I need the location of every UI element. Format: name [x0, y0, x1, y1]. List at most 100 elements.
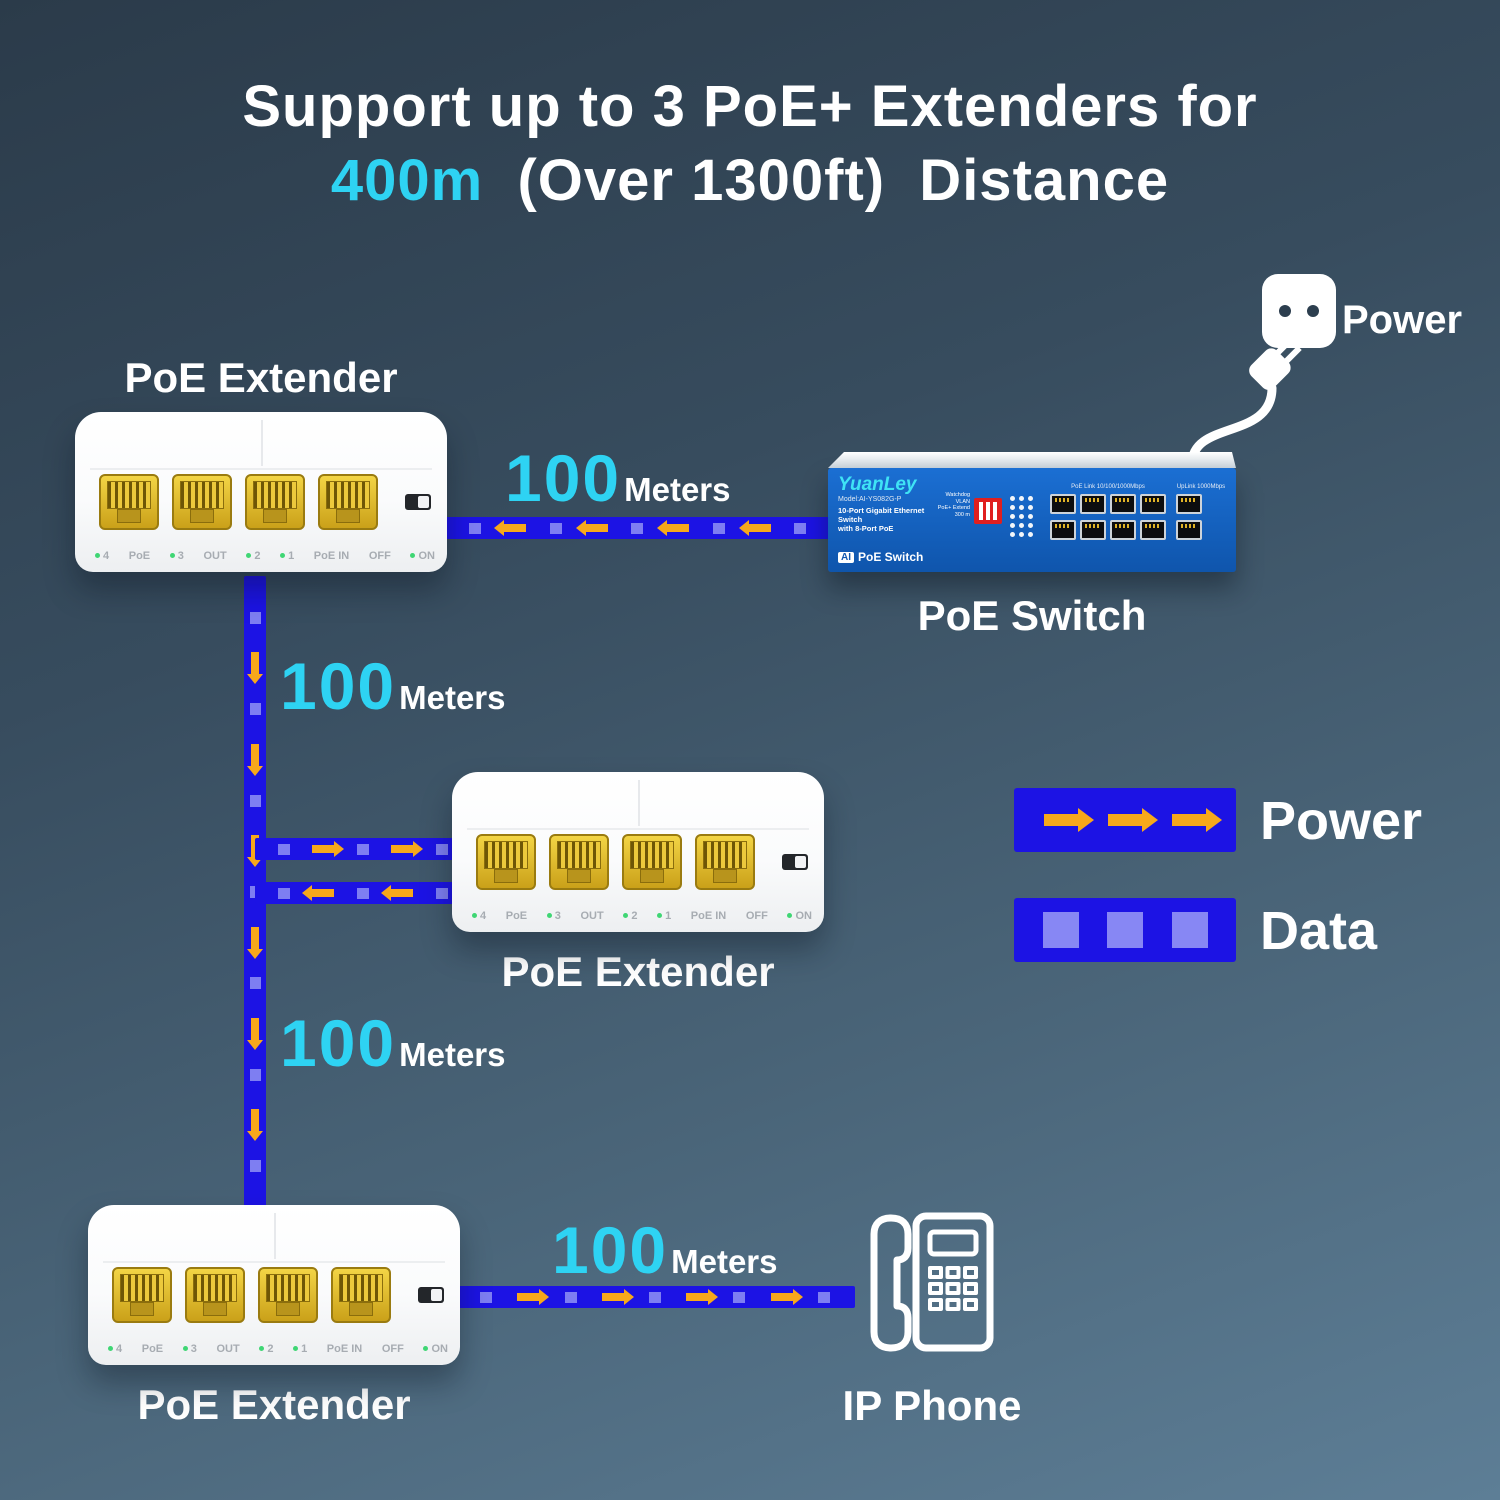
distance-value: 100 [505, 441, 622, 515]
rj45-port-icon [1176, 494, 1202, 514]
led-indicator-grid [1010, 496, 1033, 537]
power-arrow-icon [770, 1293, 793, 1301]
off-label: OFF [381, 1343, 404, 1355]
rj45-port-icon [99, 474, 159, 530]
cable-extender3-to-phone [455, 1286, 855, 1308]
ai-badge-group: AI PoE Switch [838, 550, 923, 564]
switch-brand: YuanLey [838, 474, 917, 495]
poe-extender-3: PoE Extender 4 PoE 3 OUT 2 1 PoE IN OFF … [88, 1205, 460, 1428]
power-toggle-icon [782, 854, 808, 870]
data-dash-icon [794, 522, 807, 534]
page-title: Support up to 3 PoE+ Extenders for 400m … [0, 70, 1500, 218]
ip-phone-label: IP Phone [842, 1382, 1022, 1429]
power-arrow-icon [251, 1018, 259, 1041]
switch-top-face [828, 452, 1236, 468]
rj45-port-icon [1140, 520, 1166, 540]
data-dash-icon [277, 887, 290, 899]
distance-label-4: 100 Meters [552, 1212, 778, 1288]
poe-switch-label: PoE Switch [917, 592, 1147, 639]
title-line2: 400m (Over 1300ft) Distance [0, 144, 1500, 218]
led-dot-icon [1019, 514, 1024, 519]
led-dot-icon [1019, 496, 1024, 501]
rj45-port-icon [622, 834, 682, 890]
port-number-label: 4 [95, 550, 109, 562]
out-label: OUT [216, 1343, 240, 1355]
data-dash-icon [249, 1160, 261, 1173]
distance-value: 100 [280, 649, 397, 723]
port-number-label: 4 [108, 1343, 122, 1355]
out-label: OUT [580, 910, 604, 922]
rj45-port-row [99, 474, 378, 530]
power-arrow-icon [312, 845, 334, 853]
extender-panel-caption: 4 PoE 3 OUT 2 1 PoE IN OFF ON [95, 550, 435, 562]
on-label: ON [410, 550, 435, 562]
data-dash-icon [249, 977, 261, 990]
rj45-port-icon [1050, 520, 1076, 540]
poe-extender-label: PoE Extender [501, 948, 775, 995]
power-arrow-icon [517, 1293, 540, 1301]
led-dot-icon [1019, 523, 1024, 528]
uplink-ports-label: UpLink 1000Mbps [1176, 484, 1226, 490]
rj45-port-icon [318, 474, 378, 530]
led-dot-icon [1028, 505, 1033, 510]
data-dash-icon [648, 1291, 661, 1303]
port-number-label: 3 [183, 1343, 197, 1355]
dip-label: VLAN [955, 498, 970, 505]
distance-label-3: 100 Meters [280, 1005, 506, 1081]
data-dash-icon [817, 1291, 830, 1303]
switch-front-panel: YuanLey Model:AI-YS082G-P 10-Port Gigabi… [828, 468, 1236, 572]
cable-branch-from-extender2 [255, 882, 470, 904]
switch-desc-line1: 10-Port Gigabit Ethernet Switch [838, 506, 925, 524]
port-number-label: 3 [170, 550, 184, 562]
power-arrow-icon [585, 524, 608, 532]
rj45-port-icon [1110, 520, 1136, 540]
power-arrow-icon [601, 1293, 624, 1301]
poe-extender-device: 4 PoE 3 OUT 2 1 PoE IN OFF ON [75, 412, 447, 572]
power-plug-icon [1249, 274, 1336, 390]
power-arrow-icon [748, 524, 771, 532]
on-label: ON [423, 1343, 448, 1355]
port-number-label: 2 [259, 1343, 273, 1355]
dip-switch-labels: Watchdog VLAN PoE+ Extend 300 m [928, 492, 970, 518]
power-arrow-icon [251, 652, 259, 675]
power-toggle-icon [418, 1287, 444, 1303]
poe-port-grid [1050, 494, 1166, 540]
dip-switch-icon [974, 498, 1002, 524]
uplink-port-grid [1176, 494, 1202, 540]
legend-power-label: Power [1260, 791, 1423, 851]
ip-phone-icon [870, 1212, 994, 1352]
dip-label: Watchdog [945, 492, 970, 498]
power-arrow-icon [1172, 814, 1206, 826]
data-dash-icon [356, 843, 369, 855]
poe-extender-label: PoE Extender [124, 354, 398, 401]
title-distance-highlight: 400m [330, 148, 484, 214]
cable-switch-to-extender1 [445, 517, 830, 539]
power-arrow-icon [391, 845, 413, 853]
title-line1: Support up to 3 PoE+ Extenders for [242, 74, 1258, 139]
off-label: OFF [745, 910, 768, 922]
led-dot-icon [1028, 523, 1033, 528]
led-dot-icon [1028, 514, 1033, 519]
led-dot-icon [1010, 496, 1015, 501]
off-label: OFF [368, 550, 391, 562]
port-number-label: 1 [293, 1343, 307, 1355]
poe-extender-1: PoE Extender 4 PoE 3 OUT 2 1 PoE IN OFF … [75, 354, 447, 572]
legend-power-bar [1014, 788, 1236, 852]
port-number-label: 2 [623, 910, 637, 922]
data-dash-icon [249, 794, 261, 807]
data-dash-icon [435, 887, 448, 899]
legend-data-bar [1014, 898, 1236, 962]
rj45-port-icon [1176, 520, 1202, 540]
distance-value: 100 [552, 1213, 669, 1287]
poe-label: PoE [141, 1343, 164, 1355]
rj45-port-icon [185, 1267, 245, 1323]
led-dot-icon [1010, 532, 1015, 537]
rj45-port-row [112, 1267, 391, 1323]
rj45-port-icon [245, 474, 305, 530]
data-dash-icon [733, 1291, 746, 1303]
led-dot-icon [1028, 532, 1033, 537]
data-dash-icon [631, 522, 644, 534]
rj45-port-icon [331, 1267, 391, 1323]
poe-extender-2: PoE Extender 4 PoE 3 OUT 2 1 PoE IN OFF … [452, 772, 824, 995]
led-dot-icon [1028, 496, 1033, 501]
